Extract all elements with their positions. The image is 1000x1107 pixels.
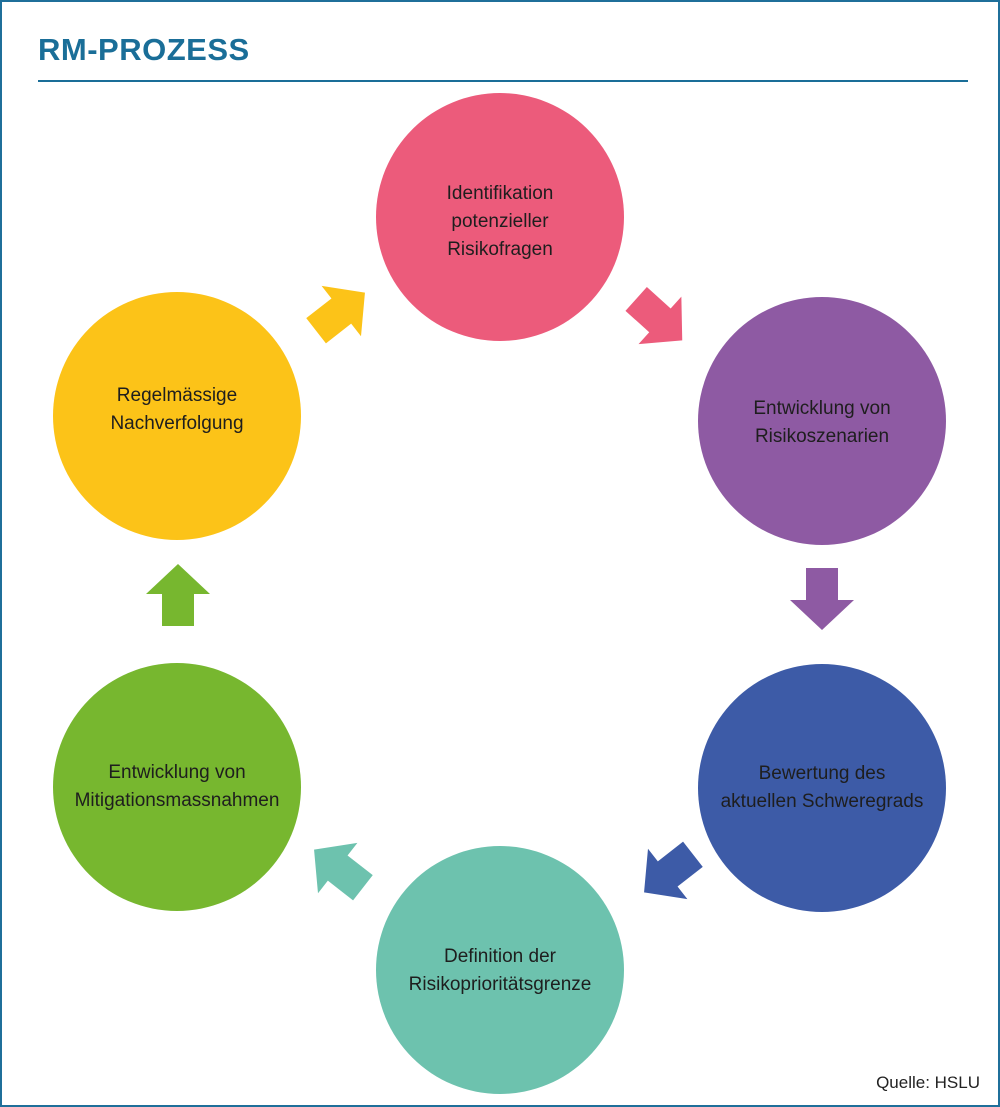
arrow-szenarien-to-bewertung (790, 568, 854, 630)
arrow-nachverfolgung-to-identifikation (306, 285, 365, 344)
circle-nachverfolgung (53, 292, 301, 540)
arrow-identifikation-to-szenarien (625, 287, 683, 345)
page-title: RM-PROZESS (38, 32, 250, 67)
circle-mitigation (53, 663, 301, 911)
circle-bewertung (698, 664, 946, 912)
circle-identifikation (376, 93, 624, 341)
circle-szenarien (698, 297, 946, 545)
source-credit: Quelle: HSLU (876, 1073, 980, 1092)
circle-prioritaet (376, 846, 624, 1094)
title-divider (38, 80, 968, 82)
arrow-prioritaet-to-mitigation (314, 842, 373, 901)
arrow-bewertung-to-prioritaet (644, 841, 703, 900)
arrow-mitigation-to-nachverfolgung (146, 564, 210, 626)
